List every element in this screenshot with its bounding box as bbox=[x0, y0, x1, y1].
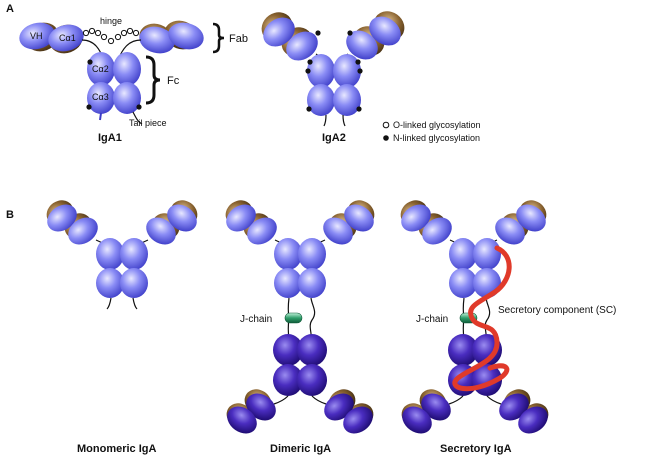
fc-brace bbox=[145, 55, 161, 105]
iga1-right-fab bbox=[139, 20, 204, 54]
j-chain-dimeric-label: J-chain bbox=[240, 314, 272, 325]
iga1-left-fab: VH Cα1 bbox=[19, 22, 84, 54]
iga1-antibody: VH Cα1 hinge Cα2 Cα3 bbox=[19, 16, 248, 144]
secretory-component-label: Secretory component (SC) bbox=[498, 305, 616, 316]
iga2-antibody: IgA2 bbox=[261, 11, 405, 144]
secretory-component bbox=[452, 245, 512, 392]
n-linked-legend-label: N-linked glycosylation bbox=[393, 133, 480, 143]
o-linked-legend-marker bbox=[382, 121, 390, 129]
secretory-iga bbox=[400, 200, 549, 434]
fab-brace bbox=[212, 22, 225, 54]
monomeric-iga bbox=[46, 200, 198, 310]
panel-a-label: A bbox=[6, 3, 14, 15]
iga1-n-glycans bbox=[86, 59, 142, 110]
panel-b-label: B bbox=[6, 209, 14, 221]
ca2-domain bbox=[87, 52, 115, 86]
iga2-title: IgA2 bbox=[322, 132, 346, 144]
hinge-label: hinge bbox=[100, 16, 122, 26]
o-linked-glycans bbox=[82, 27, 140, 45]
ca2-label: Cα2 bbox=[92, 64, 109, 74]
fab-label: Fab bbox=[229, 33, 248, 45]
dimeric-iga bbox=[225, 200, 375, 434]
j-chain-dimeric bbox=[284, 312, 303, 324]
dimeric-iga-title: Dimeric IgA bbox=[270, 443, 331, 455]
j-chain-secretory-label: J-chain bbox=[416, 314, 448, 325]
o-linked-legend-label: O-linked glycosylation bbox=[393, 120, 481, 130]
vh-domain bbox=[19, 22, 55, 50]
iga2-n-glycans bbox=[305, 30, 363, 112]
tail-piece-label: Tail piece bbox=[129, 118, 167, 128]
ca1-domain bbox=[48, 24, 84, 52]
iga1-title: IgA1 bbox=[98, 132, 122, 144]
n-linked-legend-marker bbox=[383, 135, 389, 141]
ca1-label: Cα1 bbox=[59, 33, 76, 43]
iga1-fc: Cα2 Cα3 bbox=[87, 52, 143, 125]
glycosylation-legend: O-linked glycosylation N-linked glycosyl… bbox=[382, 120, 481, 143]
vh-label: VH bbox=[30, 31, 43, 41]
ca3-domain bbox=[87, 82, 115, 114]
ca3-label: Cα3 bbox=[92, 92, 109, 102]
secretory-iga-title: Secretory IgA bbox=[440, 443, 512, 455]
fc-label: Fc bbox=[167, 75, 180, 87]
monomeric-iga-title: Monomeric IgA bbox=[77, 443, 157, 455]
